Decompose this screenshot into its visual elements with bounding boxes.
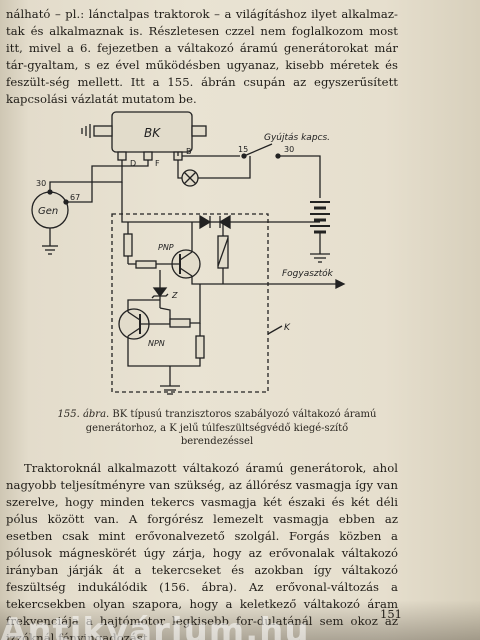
- terminal-d-label: D: [130, 159, 136, 168]
- watermark: Antikvárium.hu: [0, 611, 310, 640]
- mount-tab-left: [93, 125, 113, 137]
- circuit-diagram: BK D F B 15 Gyújtás kapcs. 30: [31, 111, 346, 395]
- generator-label: Gen: [38, 206, 58, 217]
- terminal-15-label: 15: [238, 145, 248, 154]
- diode-2: [218, 214, 231, 230]
- paragraph-top: nálható – pl.: lánctalpas traktorok – a …: [6, 7, 398, 106]
- resistor-r3: [169, 318, 191, 328]
- switch-label: Gyújtás kapcs.: [264, 133, 330, 143]
- k-protection-box: [111, 213, 269, 393]
- figure-caption-text: BK típusú tranzisztoros szabályozó válta…: [85, 409, 377, 447]
- zener-label: Z: [171, 291, 178, 300]
- resistor-r4: [195, 335, 205, 359]
- ignition-switch: [243, 143, 273, 157]
- k-label: K: [284, 323, 291, 333]
- terminal-30-label: 30: [36, 179, 46, 188]
- terminal-67-label: 67: [70, 193, 80, 202]
- bk-label: BK: [144, 126, 161, 140]
- npn-label: NPN: [148, 339, 165, 348]
- resistor-r1: [123, 233, 133, 257]
- page-number: 151: [380, 607, 402, 621]
- terminal-f-label: F: [155, 159, 160, 168]
- consumers-label: Fogyasztók: [282, 268, 334, 279]
- pnp-label: PNP: [158, 243, 174, 252]
- diode-1: [199, 214, 212, 230]
- terminal-30-switch-label: 30: [284, 145, 294, 154]
- zener-diode: [152, 287, 168, 298]
- resistor-r2: [135, 260, 157, 269]
- figure-caption-label: 155. ábra.: [57, 409, 110, 420]
- paragraph-bottom: Traktoroknál alkalmazott váltakozó áramú…: [6, 461, 398, 640]
- figure-caption: 155. ábra. BK típusú tranzisztoros szabá…: [52, 408, 382, 449]
- mount-tab-right: [191, 125, 207, 137]
- terminal-b-label: B: [186, 147, 192, 156]
